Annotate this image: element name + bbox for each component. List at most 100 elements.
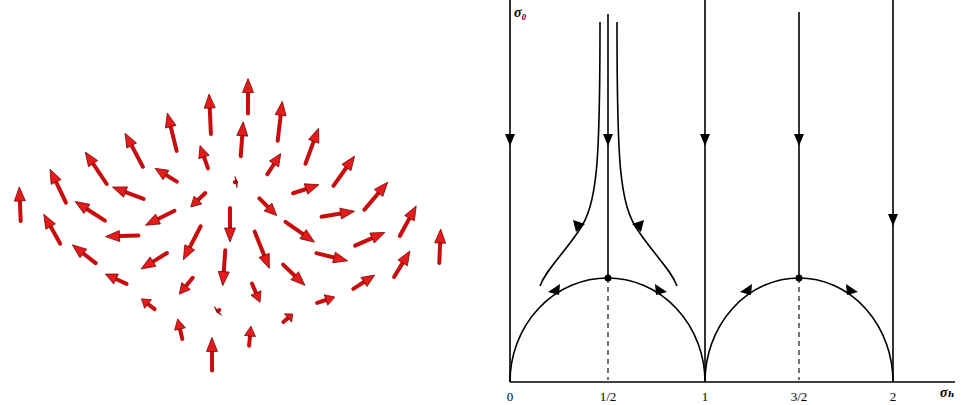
spin-shaft <box>247 336 252 346</box>
spin-head <box>125 133 136 148</box>
spin-head <box>435 229 446 243</box>
spin-shaft <box>186 278 193 286</box>
spin-head <box>398 251 410 266</box>
flow-line <box>704 0 706 382</box>
spin-head <box>85 152 97 167</box>
axis-label: σ₀ <box>514 6 526 20</box>
flow-curve <box>540 22 600 286</box>
spin-shaft <box>210 351 214 370</box>
axis-label: σₕ <box>940 386 955 400</box>
spin-head <box>141 257 156 269</box>
spin-shaft <box>252 284 256 293</box>
spin-shaft <box>224 250 226 271</box>
tick-label: 1/2 <box>600 390 617 403</box>
spin-shaft <box>158 211 175 219</box>
spin-head <box>259 253 269 268</box>
spin-head <box>243 79 254 93</box>
spin-head <box>225 228 236 242</box>
separatrix-arc <box>705 278 893 382</box>
spin-head <box>214 307 221 315</box>
spin-shaft <box>437 243 442 263</box>
spin-head <box>199 146 209 159</box>
spin-shaft <box>180 329 182 339</box>
tick-label: 1 <box>702 390 709 403</box>
spin-head <box>72 245 86 258</box>
arrowheads <box>505 134 898 295</box>
spin-shaft <box>322 214 341 217</box>
spin-head <box>218 271 229 285</box>
spin-shaft <box>316 253 334 257</box>
spin-head <box>191 196 202 207</box>
spin-head <box>204 94 215 108</box>
spin-shaft <box>198 193 205 200</box>
spin-head <box>370 232 385 243</box>
spin-head <box>309 128 319 143</box>
spin-shaft <box>283 265 295 276</box>
spin-shaft <box>333 168 346 186</box>
spin-head <box>175 319 186 330</box>
spin-head <box>284 314 292 322</box>
tick-label: 3/2 <box>791 390 808 403</box>
spin-shaft <box>166 175 177 182</box>
spin-head <box>251 291 261 302</box>
spin-shaft <box>353 282 364 289</box>
spin-head <box>155 168 169 179</box>
spin-shaft <box>293 189 306 193</box>
tick-label: 0 <box>507 390 514 403</box>
spin-shaft <box>132 146 143 167</box>
spin-shaft <box>204 157 208 168</box>
spin-shaft <box>400 218 410 236</box>
spin-head <box>183 245 194 260</box>
spin-head <box>333 252 348 263</box>
spin-head <box>275 101 286 116</box>
separatrix-arc <box>510 278 705 382</box>
spin-shaft <box>93 164 107 184</box>
spin-head <box>165 113 176 128</box>
spin-head <box>264 203 277 215</box>
spin-shaft <box>317 300 326 303</box>
spin-head <box>342 156 355 171</box>
spin-shaft <box>116 279 127 284</box>
flow-curve <box>617 22 677 286</box>
spin-shaft <box>51 227 61 244</box>
spin-shaft <box>259 198 268 207</box>
spin-shaft <box>241 136 243 157</box>
spin-head <box>14 187 25 201</box>
spin-head <box>141 299 151 308</box>
spin-head <box>361 275 375 287</box>
spin-head <box>237 122 248 136</box>
spin-shaft <box>153 253 167 262</box>
spin-head <box>44 214 56 229</box>
spin-shaft <box>355 238 372 246</box>
spin-shaft <box>126 192 144 199</box>
axis-vertical <box>509 0 511 382</box>
fixed-points <box>605 275 803 282</box>
spin-shaft <box>148 304 155 309</box>
axis-horizontal <box>510 381 955 383</box>
spin-head <box>75 201 90 213</box>
spin-shaft <box>285 222 303 234</box>
spin-shaft <box>18 201 23 221</box>
spin-head <box>340 208 355 219</box>
spin-head <box>374 182 387 196</box>
spin-shaft <box>394 263 403 277</box>
tick-label: 2 <box>890 390 897 403</box>
spin-head <box>50 169 61 184</box>
dashed-line <box>607 278 608 380</box>
spin-shaft <box>278 115 281 140</box>
spin-head <box>206 337 217 351</box>
spin-head <box>112 187 127 197</box>
dashed-line <box>798 278 799 380</box>
spin-head <box>105 274 118 284</box>
spin-shaft <box>83 253 95 263</box>
spin-head <box>179 283 190 295</box>
spin-head <box>235 177 237 188</box>
spin-head <box>245 326 256 336</box>
spin-head <box>304 184 319 194</box>
spin-shaft <box>267 164 274 174</box>
spin-shaft <box>283 318 288 322</box>
spin-shaft <box>364 193 378 210</box>
spin-shaft <box>228 208 232 228</box>
